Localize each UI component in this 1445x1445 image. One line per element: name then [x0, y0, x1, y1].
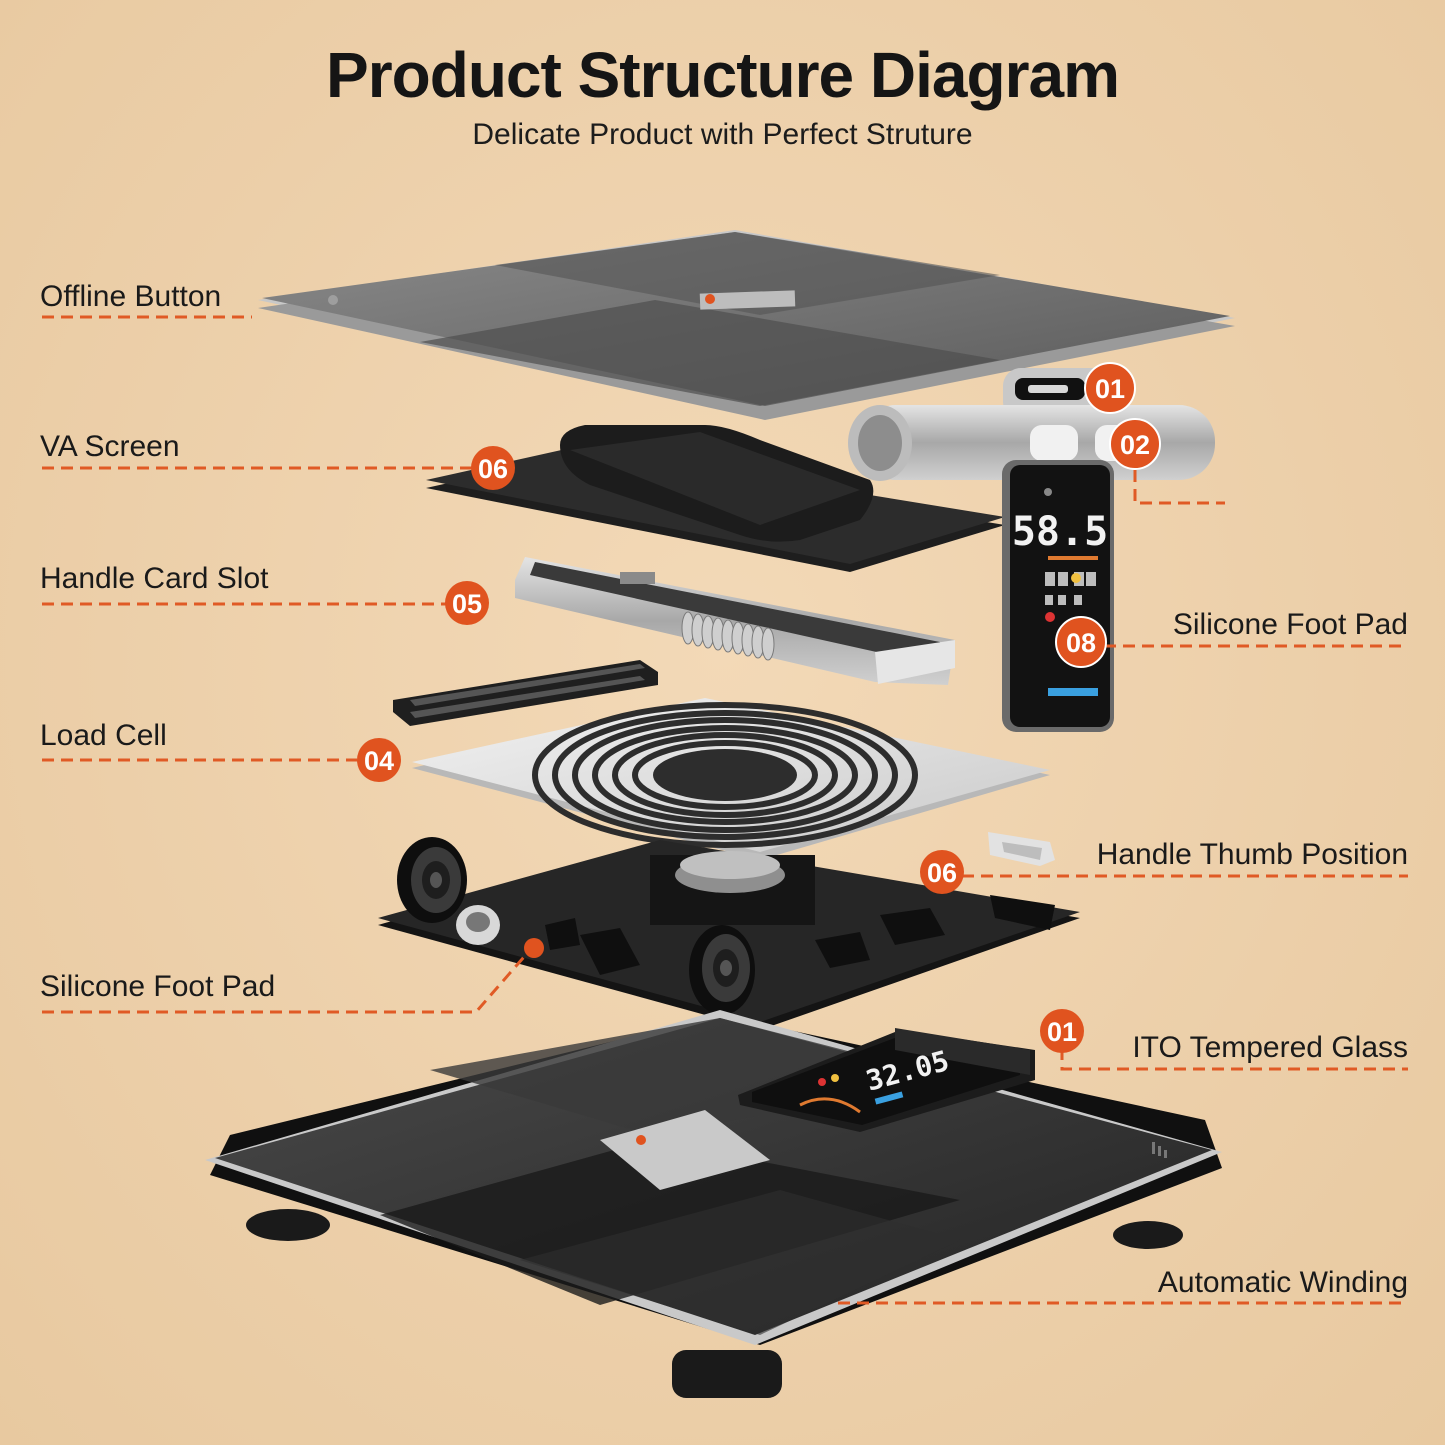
base-frame — [378, 832, 1080, 1030]
label-load-cell: Load Cell — [40, 719, 167, 752]
label-handle-thumb-position: Handle Thumb Position — [1096, 838, 1408, 871]
label-va-screen: VA Screen — [40, 430, 180, 463]
load-cell-plate — [412, 698, 1050, 860]
page-title: Product Structure Diagram — [326, 39, 1120, 111]
badge-handle-01: 01 — [1084, 362, 1136, 414]
badge-va-screen: 06 — [471, 446, 515, 490]
label-silicone-foot-pad-left: Silicone Foot Pad — [40, 970, 276, 1003]
badge-handle-02: 02 — [1109, 418, 1161, 470]
svg-text:01: 01 — [1095, 374, 1125, 404]
badge-silicone-foot-pad-right: 08 — [1055, 616, 1107, 668]
svg-text:06: 06 — [927, 858, 957, 888]
badge-handle-thumb-position: 06 — [920, 850, 964, 894]
svg-text:01: 01 — [1047, 1017, 1077, 1047]
label-ito-tempered-glass: ITO Tempered Glass — [1132, 1031, 1408, 1064]
slide-rail — [393, 660, 658, 726]
va-screen-tray — [426, 425, 1005, 572]
page-subtitle: Delicate Product with Perfect Struture — [472, 118, 973, 151]
svg-text:06: 06 — [478, 454, 508, 484]
svg-text:02: 02 — [1120, 430, 1150, 460]
top-glass-panel — [258, 230, 1235, 420]
label-silicone-foot-pad-right: Silicone Foot Pad — [1172, 608, 1408, 641]
leader-lines — [42, 315, 1408, 1305]
svg-text:04: 04 — [364, 746, 394, 776]
handle-lcd-reading: 58.5 — [1012, 509, 1108, 555]
label-automatic-winding: Automatic Winding — [1157, 1266, 1408, 1299]
label-handle-card-slot: Handle Card Slot — [40, 562, 269, 595]
svg-text:08: 08 — [1066, 628, 1096, 658]
bottom-scale: 32.05 — [205, 1010, 1222, 1398]
badge-ito-tempered-glass: 01 — [1040, 1009, 1084, 1053]
badge-handle-card-slot: 05 — [445, 581, 489, 625]
svg-text:05: 05 — [452, 589, 482, 619]
label-offline-button: Offline Button — [40, 280, 222, 313]
handle-card-slot — [515, 557, 955, 685]
badge-load-cell: 04 — [357, 738, 401, 782]
dot-silicone-foot-pad-left — [524, 938, 544, 958]
